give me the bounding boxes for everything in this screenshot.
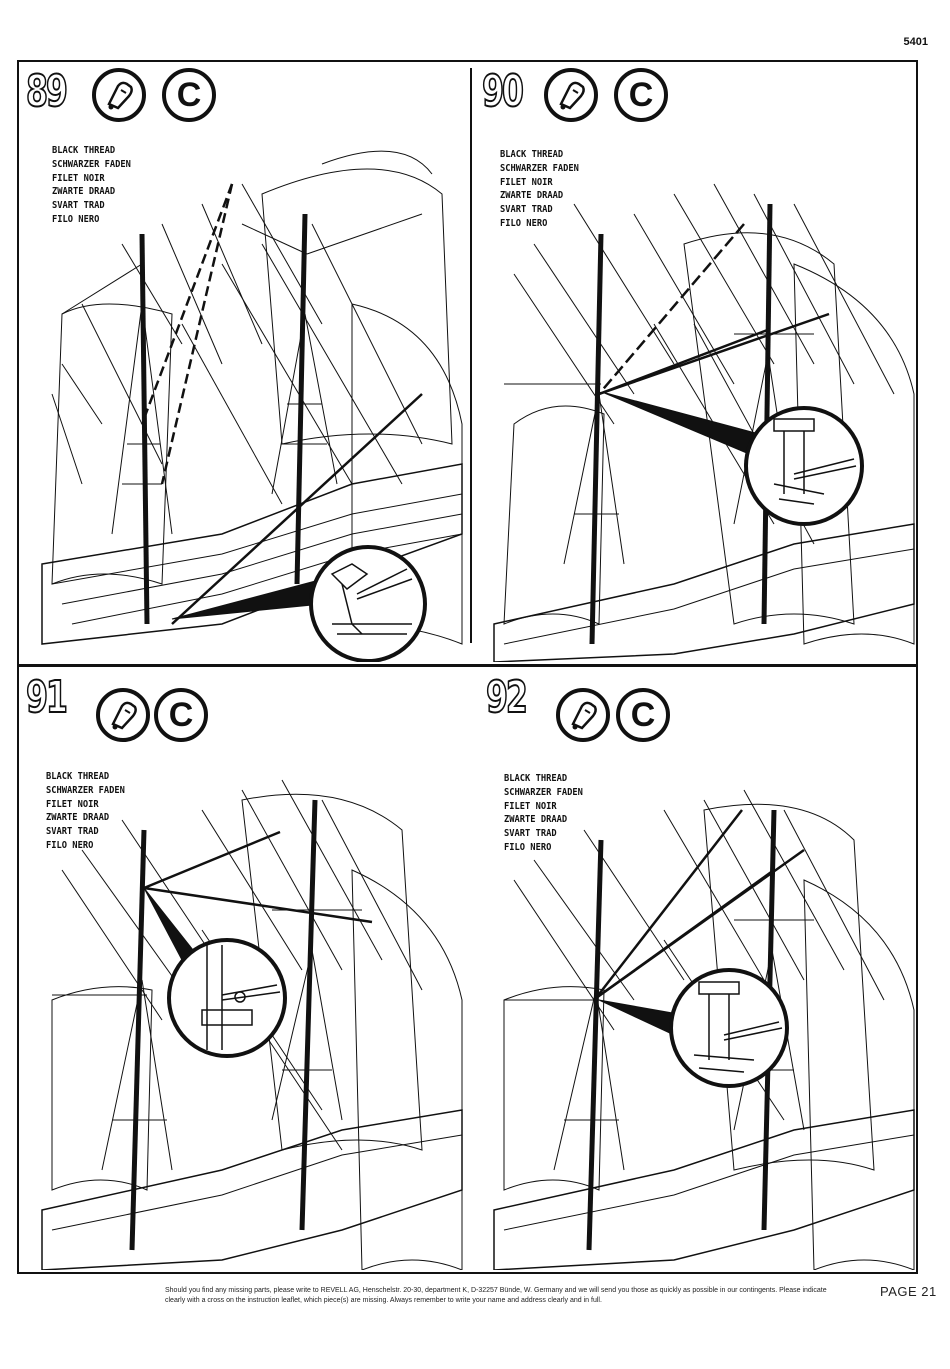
thread-legend: BLACK THREAD SCHWARZER FADEN FILET NOIR … — [46, 770, 125, 853]
step-panel-90: 90 C BLACK THREAD SCHWARZER FADEN FILET … — [474, 64, 916, 662]
thread-label-fr: FILET NOIR — [52, 172, 105, 184]
thread-label-de: SCHWARZER FADEN — [500, 162, 579, 174]
thread-label-sv: SVART TRAD — [52, 200, 105, 212]
thread-label-en: BLACK THREAD — [46, 771, 110, 782]
step-number: 92 — [485, 672, 528, 723]
thread-label-de: SCHWARZER FADEN — [46, 784, 125, 796]
thread-label-en: BLACK THREAD — [500, 149, 564, 160]
thread-label-sv: SVART TRAD — [46, 826, 99, 838]
thread-label-nl: ZWARTE DRAAD — [504, 814, 568, 826]
thread-label-nl: ZWARTE DRAAD — [46, 812, 110, 824]
thread-label-de: SCHWARZER FADEN — [52, 158, 131, 170]
copyright-c-icon: C — [616, 688, 670, 742]
copyright-c-icon: C — [614, 68, 668, 122]
step-number: 91 — [25, 672, 68, 723]
ship-rigging-drawing — [41, 150, 463, 662]
thread-label-sv: SVART TRAD — [504, 828, 557, 840]
thread-label-en: BLACK THREAD — [52, 145, 116, 156]
panel-divider-horizontal — [17, 664, 918, 667]
step-number: 89 — [25, 66, 68, 117]
thread-label-it: FILO NERO — [46, 839, 94, 851]
page-number: PAGE 21 — [880, 1284, 937, 1299]
thread-label-nl: ZWARTE DRAAD — [500, 190, 564, 202]
step-panel-92: 92 C BLACK THREAD SCHWARZER FADEN FILET … — [474, 670, 916, 1270]
thread-label-it: FILO NERO — [52, 213, 100, 225]
step-panel-89: 89 C BLACK THREAD SCHWARZER FADEN FILET … — [22, 64, 468, 662]
thread-legend: BLACK THREAD SCHWARZER FADEN FILET NOIR … — [504, 772, 583, 855]
thread-label-fr: FILET NOIR — [504, 800, 557, 812]
thread-label-nl: ZWARTE DRAAD — [52, 186, 116, 198]
ship-rigging-drawing — [493, 183, 915, 662]
catalog-number: 5401 — [903, 36, 928, 48]
glue-tube-icon — [96, 688, 150, 742]
ship-rigging-drawing — [493, 789, 915, 1270]
glue-tube-icon — [556, 688, 610, 742]
glue-tube-icon — [92, 68, 146, 122]
thread-label-sv: SVART TRAD — [500, 204, 553, 216]
panel-divider-vertical — [470, 68, 472, 643]
step-number: 90 — [481, 66, 524, 117]
ship-rigging-drawing — [41, 779, 463, 1270]
thread-label-fr: FILET NOIR — [500, 176, 553, 188]
copyright-c-icon: C — [162, 68, 216, 122]
thread-legend: BLACK THREAD SCHWARZER FADEN FILET NOIR … — [500, 148, 579, 231]
thread-label-en: BLACK THREAD — [504, 773, 568, 784]
copyright-c-icon: C — [154, 688, 208, 742]
thread-label-fr: FILET NOIR — [46, 798, 99, 810]
step-panel-91: 91 C BLACK THREAD SCHWARZER FADEN FILET … — [22, 670, 468, 1270]
glue-tube-icon — [544, 68, 598, 122]
thread-label-it: FILO NERO — [504, 841, 552, 853]
missing-parts-note: Should you find any missing parts, pleas… — [165, 1287, 827, 1304]
instruction-frame — [17, 60, 918, 1274]
thread-label-it: FILO NERO — [500, 217, 548, 229]
thread-legend: BLACK THREAD SCHWARZER FADEN FILET NOIR … — [52, 144, 131, 227]
thread-label-de: SCHWARZER FADEN — [504, 786, 583, 798]
